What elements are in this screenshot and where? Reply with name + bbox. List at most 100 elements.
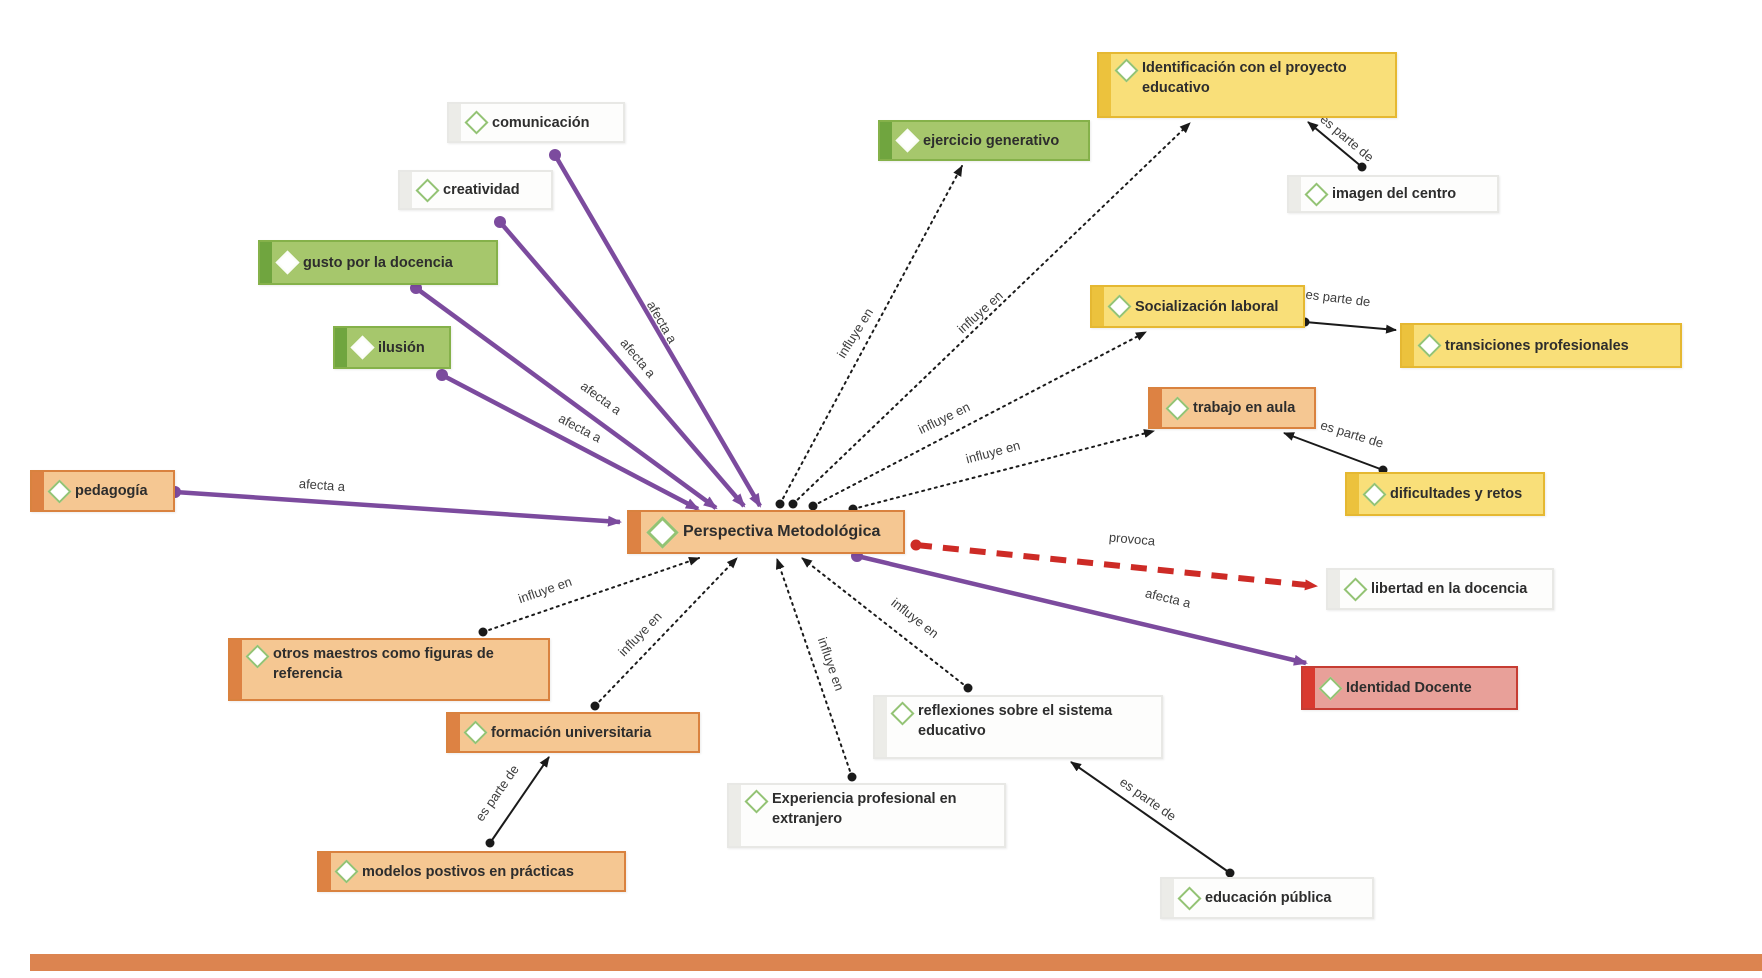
edge-pm-libertad[interactable] [910, 539, 1318, 591]
node-strip [880, 122, 892, 159]
node-label: ilusión [378, 339, 425, 356]
node-experiencia-extranjero[interactable]: Experiencia profesional en extranjero [727, 783, 1006, 848]
edge-reflexiones-pm[interactable] [801, 557, 973, 693]
node-strip [448, 714, 460, 751]
node-modelos-positivos[interactable]: modelos postivos en prácticas [317, 851, 626, 892]
node-label: Perspectiva Metodológica [683, 523, 881, 540]
node-strip [629, 512, 641, 552]
node-ilusion[interactable]: ilusión [333, 326, 451, 369]
node-label: Identificación con el proyecto educativo [1142, 60, 1347, 97]
edge-educacion-reflexiones[interactable] [1070, 761, 1235, 878]
node-strip [1328, 570, 1340, 608]
node-strip [32, 472, 44, 510]
node-strip [1092, 287, 1104, 326]
edge-pm-identidad[interactable] [851, 550, 1308, 666]
node-libertad-en-la-docencia[interactable]: libertad en la docencia [1326, 568, 1554, 610]
code-diamond-icon [646, 515, 679, 549]
node-label: reflexiones sobre el sistema educativo [918, 703, 1113, 740]
code-diamond-icon [463, 720, 488, 745]
code-diamond-icon [1362, 481, 1387, 507]
node-pedagogia[interactable]: pedagogía [30, 470, 175, 512]
node-creatividad[interactable]: creatividad [398, 170, 553, 210]
edge-formacion-pm[interactable] [590, 557, 738, 711]
node-label: pedagogía [75, 483, 148, 499]
node-label: trabajo en aula [1193, 400, 1296, 416]
edge-pm-identificacion[interactable] [788, 122, 1191, 509]
edge-ilusion-pm[interactable] [436, 369, 700, 511]
code-diamond-icon [1304, 181, 1329, 207]
node-label: ejercicio generativo [923, 132, 1060, 149]
edge-label-afecta-a[interactable]: afecta a [298, 475, 346, 495]
edge-imagen-identificacion[interactable] [1307, 121, 1367, 172]
node-label: educación pública [1205, 890, 1332, 906]
node-label: libertad en la docencia [1371, 581, 1528, 597]
code-diamond-icon [464, 110, 489, 135]
node-ejercicio-generativo[interactable]: ejercicio generativo [878, 120, 1090, 161]
node-dificultades-y-retos[interactable]: dificultades y retos [1345, 472, 1545, 516]
code-diamond-icon [47, 478, 72, 504]
code-diamond-icon [275, 250, 300, 275]
node-label: otros maestros como figuras de referenci… [273, 646, 494, 683]
node-label: formación universitaria [491, 724, 652, 741]
node-label: gusto por la docencia [303, 254, 453, 271]
footer-bar [30, 954, 1762, 971]
node-label: imagen del centro [1332, 186, 1457, 202]
code-diamond-icon [1343, 576, 1368, 602]
node-transiciones-profesionales[interactable]: transiciones profesionales [1400, 323, 1682, 368]
node-strip [729, 785, 741, 846]
node-comunicacion[interactable]: comunicación [447, 102, 625, 143]
edge-pm-socializacion[interactable] [808, 331, 1147, 511]
node-strip [875, 697, 887, 757]
code-diamond-icon [415, 177, 440, 203]
node-strip [230, 640, 242, 699]
node-socializacion-laboral[interactable]: Socialización laboral [1090, 285, 1305, 328]
edge-socializacion-transiciones[interactable] [1300, 317, 1397, 334]
node-strip [1162, 879, 1174, 917]
code-diamond-icon [890, 701, 915, 726]
node-label: dificultades y retos [1390, 486, 1523, 502]
node-otros-maestros[interactable]: otros maestros como figuras de referenci… [228, 638, 550, 701]
edge-modelos-formacion[interactable] [485, 756, 550, 848]
code-diamond-icon [1417, 333, 1442, 358]
node-strip [1150, 389, 1162, 427]
node-strip [449, 104, 461, 141]
node-strip [1347, 474, 1359, 514]
node-strip [1303, 668, 1315, 708]
node-strip [260, 242, 272, 283]
node-label: Experiencia profesional en extranjero [772, 791, 957, 828]
code-diamond-icon [245, 644, 270, 669]
code-diamond-icon [1107, 294, 1132, 319]
code-diamond-icon [744, 789, 769, 814]
code-diamond-icon [1114, 58, 1139, 83]
edge-pedagogia-pm[interactable] [169, 486, 622, 527]
node-label: creatividad [443, 182, 520, 198]
node-label: comunicación [492, 114, 590, 131]
node-identidad-docente[interactable]: Identidad Docente [1301, 666, 1518, 710]
node-formacion-universitaria[interactable]: formación universitaria [446, 712, 700, 753]
node-label: Socialización laboral [1135, 298, 1279, 315]
node-label: transiciones profesionales [1445, 337, 1629, 354]
edge-comunicacion-pm[interactable] [549, 149, 762, 508]
edge-pm-ejercicio[interactable] [775, 165, 963, 509]
node-identificacion-proyecto[interactable]: Identificación con el proyecto educativo [1097, 52, 1397, 118]
node-gusto-por-la-docencia[interactable]: gusto por la docencia [258, 240, 498, 285]
node-trabajo-en-aula[interactable]: trabajo en aula [1148, 387, 1316, 429]
node-educacion-publica[interactable]: educación pública [1160, 877, 1374, 919]
node-reflexiones-sistema[interactable]: reflexiones sobre el sistema educativo [873, 695, 1163, 759]
node-strip [400, 172, 412, 208]
node-imagen-del-centro[interactable]: imagen del centro [1287, 175, 1499, 213]
node-label: modelos postivos en prácticas [362, 863, 574, 880]
code-diamond-icon [1165, 395, 1190, 421]
node-perspectiva-metodologica[interactable]: Perspectiva Metodológica [627, 510, 905, 554]
edge-otros-pm[interactable] [478, 556, 700, 637]
edge-experiencia-pm[interactable] [775, 558, 857, 782]
code-diamond-icon [350, 335, 375, 360]
edge-gusto-pm[interactable] [410, 282, 718, 510]
edge-creatividad-pm[interactable] [494, 216, 746, 508]
node-strip [1099, 54, 1111, 116]
code-diamond-icon [334, 859, 359, 884]
code-diamond-icon [895, 128, 920, 153]
code-diamond-icon [1177, 885, 1202, 911]
